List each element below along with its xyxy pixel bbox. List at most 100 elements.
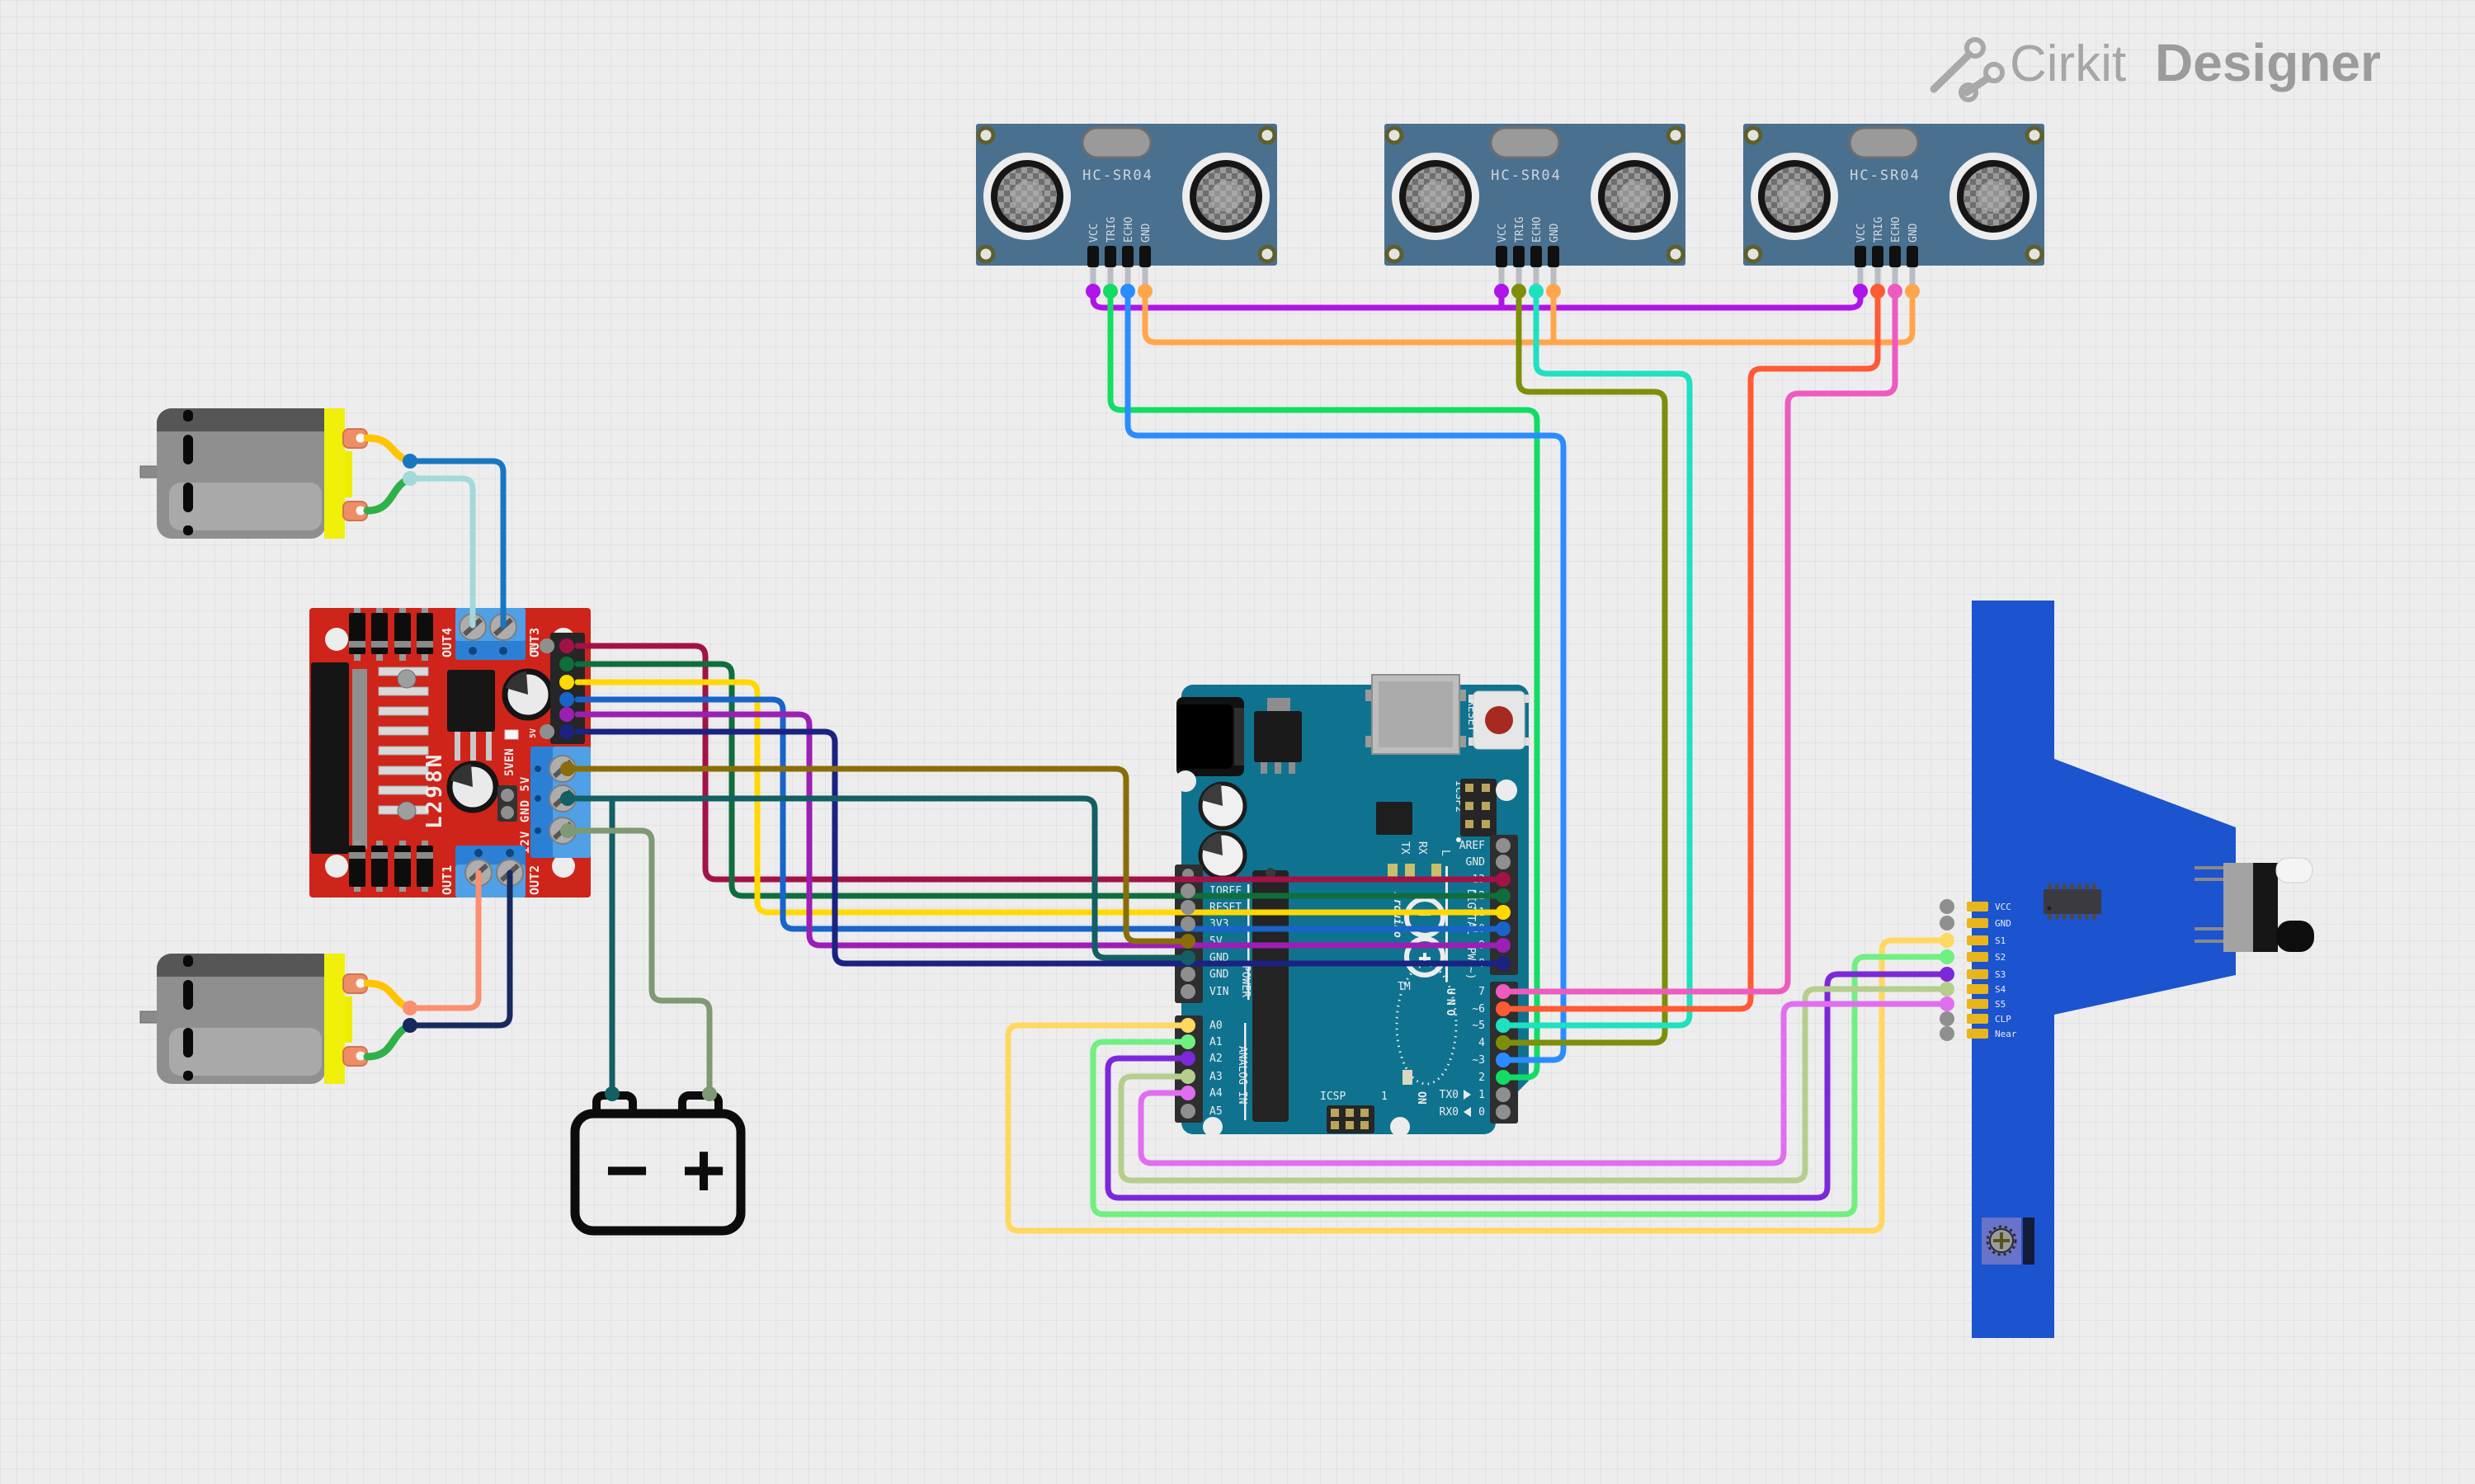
wire-junction-dot[interactable]: [1905, 284, 1920, 299]
wire-junction-dot[interactable]: [403, 454, 417, 469]
wire-motor1-out3[interactable]: [407, 458, 507, 629]
dc-motor-left-1[interactable]: [139, 408, 368, 539]
wire-junction-dot[interactable]: [1496, 1001, 1511, 1016]
wire-in1-d9[interactable]: [574, 711, 1506, 949]
wire-in2-d10[interactable]: [574, 696, 1506, 932]
wire-junction-dot[interactable]: [702, 1086, 717, 1101]
wire-junction-dot[interactable]: [1940, 916, 1954, 930]
motor-terminal[interactable]: [342, 1046, 368, 1067]
wire-junction-dot[interactable]: [1496, 938, 1511, 953]
wire-junction-dot[interactable]: [1940, 1011, 1954, 1026]
wire-motor2-out2[interactable]: [407, 869, 513, 1029]
wire-junction-dot[interactable]: [1496, 984, 1511, 999]
sensor-pins[interactable]: [1087, 246, 1151, 285]
sensor-pins[interactable]: [1496, 246, 1559, 285]
wire-junction-dot[interactable]: [1181, 916, 1195, 931]
wire-junction-dot[interactable]: [1181, 1086, 1195, 1100]
wire-motor1-out4[interactable]: [407, 475, 476, 629]
wire-junction-dot[interactable]: [1940, 949, 1954, 964]
wire-junction-dot[interactable]: [1181, 1069, 1195, 1084]
wire-junction-dot[interactable]: [560, 761, 575, 776]
wire-l298-5v-ard-5v[interactable]: [564, 766, 1191, 945]
jumper-pin[interactable]: [501, 806, 514, 819]
jumper-pin[interactable]: [501, 789, 514, 802]
wire-junction-dot[interactable]: [1940, 967, 1954, 982]
wire-junction-dot[interactable]: [1181, 984, 1195, 999]
icsp-header[interactable]: [1327, 1105, 1374, 1133]
wire-junction-dot[interactable]: [1496, 1087, 1511, 1102]
out1-out2-terminal[interactable]: [455, 846, 526, 897]
wire-us1-echo-d3[interactable]: [1124, 288, 1567, 1063]
wire-junction-dot[interactable]: [1888, 284, 1902, 299]
wire-us-vcc-bus[interactable]: [1090, 288, 1864, 311]
wire-junction-dot[interactable]: [1181, 934, 1195, 949]
wire-motor2-out1[interactable]: [407, 869, 482, 1011]
sensor-pins[interactable]: [1855, 246, 1918, 285]
wire-junction-dot[interactable]: [1120, 284, 1135, 299]
wire-junction-dot[interactable]: [1940, 899, 1954, 914]
wire-junction-dot[interactable]: [1546, 284, 1561, 299]
wire-enb-d13[interactable]: [574, 643, 1506, 883]
wire-junction-dot[interactable]: [1496, 905, 1511, 920]
wire-junction-dot[interactable]: [403, 471, 417, 486]
wire-junction-dot[interactable]: [560, 791, 575, 806]
battery-body[interactable]: [570, 1109, 746, 1236]
wire-junction-dot[interactable]: [1496, 888, 1511, 903]
wire-junction-dot[interactable]: [1870, 284, 1885, 299]
wire-junction-dot[interactable]: [1181, 883, 1195, 898]
wire-junction-dot[interactable]: [403, 1018, 417, 1033]
wire-junction-dot[interactable]: [559, 724, 574, 739]
wire-junction-dot[interactable]: [1940, 996, 1954, 1011]
wire-junction-dot[interactable]: [1496, 1070, 1511, 1085]
wire-junction-dot[interactable]: [1496, 921, 1511, 936]
wire-junction-dot[interactable]: [1181, 900, 1195, 915]
wire-junction-dot[interactable]: [540, 724, 554, 739]
line-sensor-pins[interactable]: [1967, 902, 1988, 1039]
wire-a0-s1[interactable]: [1005, 937, 1950, 1234]
hcsr04-sensor-3[interactable]: HC-SR04 VCC TRIG ECHO GND: [1743, 124, 2044, 285]
wire-us-gnd-bus[interactable]: [1142, 288, 1916, 346]
motor-terminal[interactable]: [342, 428, 368, 449]
wire-junction-dot[interactable]: [403, 1001, 417, 1015]
wire-us3-trig-d6[interactable]: [1500, 288, 1881, 1012]
wire-junction-dot[interactable]: [1940, 982, 1954, 996]
wire-junction-dot[interactable]: [1496, 872, 1511, 887]
wire-junction-dot[interactable]: [1511, 284, 1526, 299]
hcsr04-sensor-1[interactable]: HC-SR04 VCC TRIG ECHO GND: [976, 124, 1277, 285]
wire-l298-12v-battery[interactable]: [564, 827, 713, 1097]
out4-out3-terminal[interactable]: [455, 608, 526, 660]
wire-junction-dot[interactable]: [1181, 1051, 1195, 1066]
icsp2-header[interactable]: [1456, 779, 1497, 842]
wire-junction-dot[interactable]: [1853, 284, 1868, 299]
wire-junction-dot[interactable]: [1496, 1035, 1511, 1050]
wire-us1-trig-d2[interactable]: [1107, 288, 1540, 1081]
wire-junction-dot[interactable]: [1496, 1053, 1511, 1067]
wire-junction-dot[interactable]: [559, 675, 574, 690]
wire-junction-dot[interactable]: [560, 823, 575, 838]
12v-gnd-5v-terminal[interactable]: [530, 747, 591, 858]
wire-a4-s5[interactable]: [1138, 1001, 1950, 1166]
trimpot[interactable]: [1982, 1218, 2034, 1265]
wire-junction-dot[interactable]: [1181, 1034, 1195, 1049]
wire-junction-dot[interactable]: [1940, 933, 1954, 948]
wire-junction-dot[interactable]: [1103, 284, 1118, 299]
dc-motor-left-2[interactable]: [139, 954, 368, 1084]
wire-junction-dot[interactable]: [1529, 284, 1544, 299]
battery-plus-terminal[interactable]: [678, 1091, 723, 1115]
line-sensor-board[interactable]: [1972, 601, 2236, 1338]
wire-junction-dot[interactable]: [1496, 838, 1511, 853]
wire-junction-dot[interactable]: [1181, 967, 1195, 982]
wire-junction-dot[interactable]: [559, 692, 574, 707]
wire-junction-dot[interactable]: [1496, 1018, 1511, 1033]
wire-junction-dot[interactable]: [1181, 950, 1195, 965]
wire-a3-s4[interactable]: [1118, 986, 1950, 1184]
arduino-uno[interactable]: RESET ICSP2 TX RX L: [1175, 674, 1530, 1137]
wire-ena-d8[interactable]: [574, 728, 1506, 967]
wire-junction-dot[interactable]: [559, 707, 574, 722]
wire-junction-dot[interactable]: [540, 638, 554, 653]
wire-in4-d12[interactable]: [574, 661, 1506, 899]
line-follower-array[interactable]: VCC GND S1 S2 S3 S4 S5 CLP Near: [1967, 601, 2314, 1338]
wire-junction-dot[interactable]: [1496, 1105, 1511, 1119]
wire-a1-s2[interactable]: [1090, 954, 1950, 1218]
